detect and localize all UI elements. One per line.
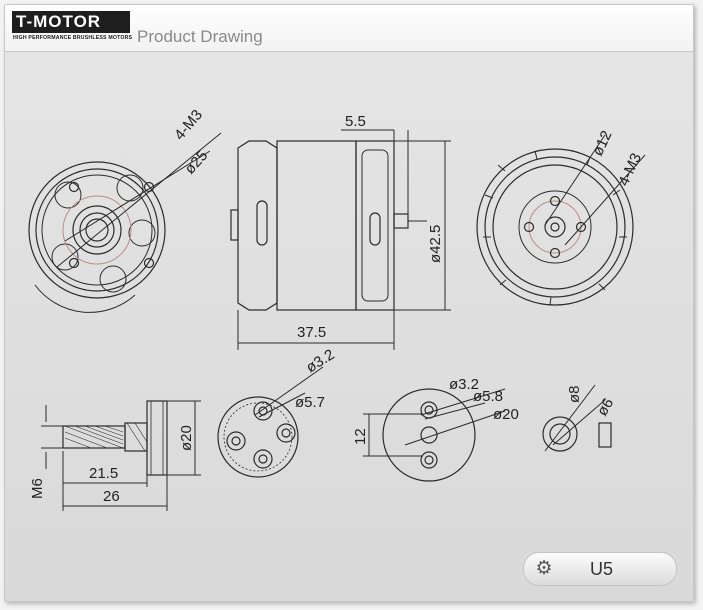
washer-outer-label: ø8 xyxy=(566,385,583,403)
front-view xyxy=(28,132,222,313)
adapter-circle-label: ø5.7 xyxy=(295,394,325,411)
shaft-length-b-label: 26 xyxy=(103,488,120,505)
front-bolt-label: 4-M3 xyxy=(171,106,206,143)
technical-drawing: 4-M3 ø25 5.5 37.5 ø42.5 xyxy=(28,106,646,511)
rear-center-label: ø12 xyxy=(589,128,615,159)
logo-tagline: HIGH PERFORMANCE BRUSHLESS MOTORS xyxy=(13,35,133,41)
page-title: Product Drawing xyxy=(137,27,263,46)
brand-logo: T-MOTOR HIGH PERFORMANCE BRUSHLESS MOTOR… xyxy=(12,11,134,47)
header-bar: T-MOTOR HIGH PERFORMANCE BRUSHLESS MOTOR… xyxy=(5,5,693,52)
body-length-label: 37.5 xyxy=(297,324,326,341)
shaft-offset-label: 5.5 xyxy=(345,113,366,130)
model-label: U5 xyxy=(590,559,614,579)
adapter-hole-label: ø3.2 xyxy=(303,346,337,376)
adapter-view xyxy=(217,366,324,478)
washer-view xyxy=(542,384,612,452)
rear-bolt-label: 4-M3 xyxy=(615,151,645,189)
shaft-thread-label: M6 xyxy=(29,478,46,499)
mount-plate-view xyxy=(363,388,506,482)
gear-icon: ⚙ xyxy=(535,558,553,579)
drawing-panel: T-MOTOR HIGH PERFORMANCE BRUSHLESS MOTOR… xyxy=(4,4,694,602)
mount-spacing-label: 12 xyxy=(352,428,369,445)
rear-view xyxy=(476,134,646,306)
shaft-diameter-label: ø20 xyxy=(178,425,195,451)
mount-hole-label: ø3.2 xyxy=(449,376,479,393)
model-badge: ⚙ U5 xyxy=(523,552,677,586)
mount-circle-label: ø5.8 xyxy=(473,388,503,405)
washer-inner-label: ø6 xyxy=(594,395,617,419)
shaft-length-a-label: 21.5 xyxy=(89,465,118,482)
front-circle-label: ø25 xyxy=(181,147,211,178)
body-diameter-label: ø42.5 xyxy=(427,225,444,263)
mount-diameter-label: ø20 xyxy=(493,406,519,423)
side-view xyxy=(230,129,451,350)
logo-text: T-MOTOR xyxy=(12,11,130,33)
shaft-view xyxy=(41,400,201,511)
